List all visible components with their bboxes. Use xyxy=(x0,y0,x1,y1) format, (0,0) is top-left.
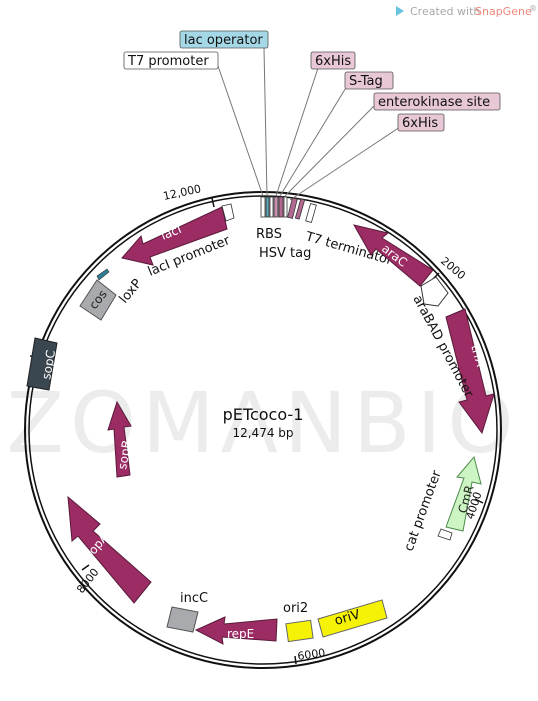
cmr-arrow[interactable] xyxy=(445,455,482,532)
t7-promoter-mark xyxy=(260,196,266,218)
loxp-label: loxP xyxy=(117,276,146,306)
leader-enterokinase xyxy=(284,105,375,197)
top-feature-cluster xyxy=(260,196,317,223)
tick-8000 xyxy=(81,564,90,571)
callout-lac-operator: lac operator xyxy=(179,30,269,49)
feature-sopb[interactable]: sopB xyxy=(107,400,134,478)
oriv-label: oriV xyxy=(333,607,362,629)
arabad-promoter-mark xyxy=(420,276,449,307)
his6-b-label: 6xHis xyxy=(402,116,438,131)
s-tag-mark xyxy=(278,196,284,218)
rbs-mark xyxy=(269,196,274,218)
tick-6000 xyxy=(294,655,297,665)
ori2-label: ori2 xyxy=(283,601,308,616)
incc-box[interactable] xyxy=(166,606,199,633)
ori2-box[interactable] xyxy=(285,619,314,643)
his6-a-mark xyxy=(273,196,279,218)
lac-operator-label: lac operator xyxy=(184,33,263,48)
cat-promoter-label: cat promoter xyxy=(402,468,445,553)
his6-a-box xyxy=(310,51,356,70)
cos-box[interactable] xyxy=(79,279,117,321)
his6-a-label: 6xHis xyxy=(315,54,351,69)
repe-label: repE xyxy=(227,627,254,641)
callout-enterokinase: enterokinase site xyxy=(373,92,501,111)
feature-trfa[interactable]: trfA xyxy=(445,308,495,435)
s-tag-label: S-Tag xyxy=(349,74,383,89)
sopc-box[interactable] xyxy=(26,337,58,391)
registered-mark: ® xyxy=(529,4,537,13)
his6-b-box xyxy=(397,113,445,132)
leader-t7-promoter xyxy=(217,65,264,197)
incc-label: incC xyxy=(180,591,208,606)
feature-cos[interactable]: cos xyxy=(79,279,117,321)
enterokinase-label: enterokinase site xyxy=(378,95,490,110)
t7-promoter-label: T7 promoter xyxy=(127,54,209,69)
s-tag-box xyxy=(344,71,394,90)
lac-operator-mark xyxy=(265,196,270,218)
enterokinase-box xyxy=(373,92,501,111)
feature-oriv[interactable]: oriV xyxy=(317,599,388,638)
sopb-label: sopB xyxy=(115,439,134,470)
tick-label-12000: 12,000 xyxy=(162,182,202,203)
callout-s-tag: S-Tag xyxy=(344,71,394,90)
leader-6xhis-a xyxy=(275,67,319,197)
backbone-outer-ring xyxy=(24,191,502,669)
tick-label-2000: 2000 xyxy=(438,254,468,282)
leader-6xhis-b xyxy=(289,126,401,201)
trfa-arrow[interactable] xyxy=(445,308,495,435)
feature-repe[interactable]: repE xyxy=(194,616,278,645)
sopc-label: sopC xyxy=(39,349,58,381)
sopa-arrow[interactable] xyxy=(67,495,152,604)
watermark: ZOMANBIO xyxy=(7,374,520,472)
hsv-tag-mark xyxy=(294,198,306,220)
t7-promoter-box xyxy=(123,51,219,70)
arac-arrow[interactable] xyxy=(353,224,434,287)
tick-12000 xyxy=(211,197,215,208)
created-with-text: Created with xyxy=(410,5,480,18)
feature-sopc[interactable]: sopC xyxy=(26,337,58,391)
sopb-arrow[interactable] xyxy=(107,400,132,478)
tick-label-6000: 6000 xyxy=(297,646,327,663)
loxp-mark xyxy=(96,268,110,281)
callout-6xhis-b: 6xHis xyxy=(397,113,445,132)
cat-promoter-mark xyxy=(437,528,453,541)
his6-b-mark xyxy=(287,197,298,219)
hsv-tag-label: HSV tag xyxy=(259,246,311,261)
repe-arrow[interactable] xyxy=(194,616,278,645)
laci-promoter-mark xyxy=(221,203,235,222)
plasmid-size: 12,474 bp xyxy=(232,426,293,440)
rbs-label: RBS xyxy=(256,227,282,242)
feature-laci[interactable]: lacI xyxy=(121,206,228,266)
laci-arrow[interactable] xyxy=(121,206,228,266)
trfa-label: trfA xyxy=(468,343,488,369)
callout-6xhis-a: 6xHis xyxy=(310,51,356,70)
callout-leaders xyxy=(217,47,401,201)
feature-incc[interactable] xyxy=(166,606,199,633)
lac-operator-box xyxy=(179,30,269,49)
plasmid-name: pETcoco-1 xyxy=(223,405,304,424)
snapgene-credit: Created with SnapGene ® xyxy=(396,4,537,18)
t7-terminator-mark xyxy=(305,203,317,223)
leader-s-tag xyxy=(279,85,348,197)
oriv-box[interactable] xyxy=(317,599,388,638)
tick-4000 xyxy=(474,498,484,504)
enterokinase-mark xyxy=(283,196,288,218)
snapgene-brand: SnapGene xyxy=(475,5,532,18)
snapgene-logo-icon xyxy=(396,6,404,16)
callout-t7-promoter: T7 promoter xyxy=(123,51,219,70)
leader-lac-operator xyxy=(263,47,268,197)
